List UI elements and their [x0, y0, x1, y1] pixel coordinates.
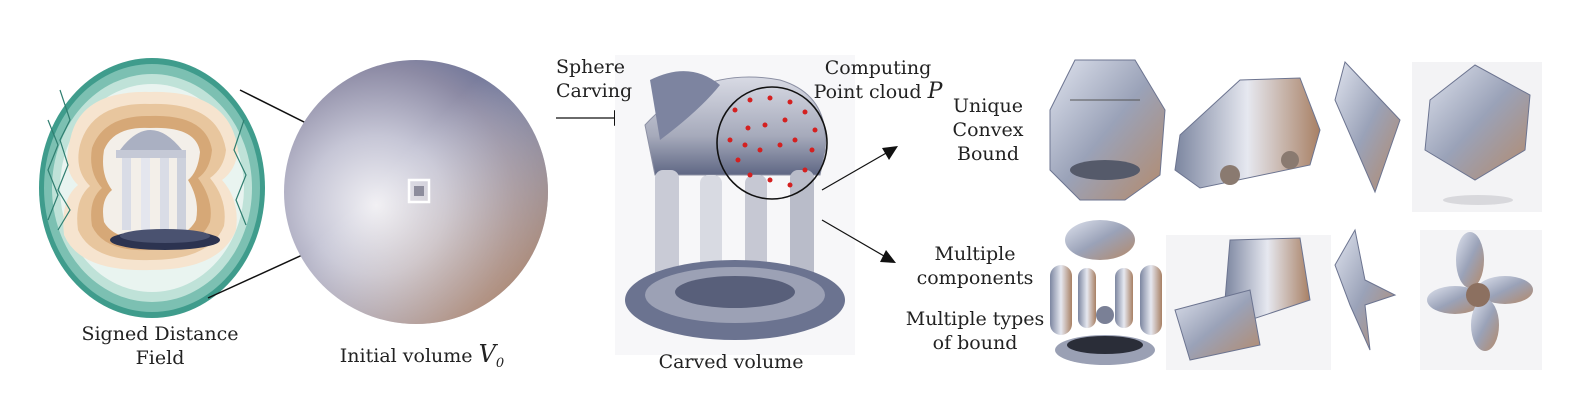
unique-convex-bound-label: Unique Convex Bound: [953, 94, 1024, 166]
initial-volume-text: Initial volume: [339, 345, 473, 367]
sphere-carving-line1: Sphere: [556, 56, 625, 78]
unique-line1: Unique: [953, 95, 1023, 117]
components-jet: [1334, 228, 1397, 351]
convex-bound-flower: [1412, 62, 1542, 212]
unique-line2: Convex: [952, 119, 1024, 141]
convex-bound-temple: [1049, 59, 1166, 201]
arrow-to-unique-bound: [821, 146, 898, 191]
sdf-label-line1: Signed Distance: [81, 323, 239, 345]
sphere-carving-label: Sphere Carving: [556, 55, 632, 103]
arrow-to-multiple-bounds: [821, 219, 896, 263]
initial-volume-subscript: 0: [495, 355, 505, 371]
multi-components-line1: Multiple: [934, 243, 1016, 265]
computing-line2: Point cloud: [813, 81, 922, 103]
initial-volume-sphere: [284, 60, 548, 324]
initial-volume-symbol: V: [478, 340, 496, 368]
sphere-carving-line2: Carving: [556, 80, 633, 102]
sdf-label: Signed Distance Field: [81, 322, 238, 370]
carved-volume-illustration: [615, 55, 855, 355]
sdf-label-line2: Field: [135, 347, 185, 369]
sdf-field-illustration: [39, 58, 265, 318]
carved-volume-label: Carved volume: [658, 351, 804, 373]
multi-types-line2: of bound: [932, 332, 1018, 354]
computing-point-cloud-label: Computing Point cloud P: [814, 56, 943, 104]
components-flower: [1420, 230, 1542, 370]
computing-line1: Computing: [824, 57, 932, 79]
components-car: [1166, 235, 1331, 370]
multi-components-line2: components: [916, 267, 1034, 289]
multiple-types-label: Multiple types of bound: [906, 307, 1045, 355]
multi-types-line1: Multiple types: [905, 308, 1045, 330]
convex-bound-car: [1174, 77, 1321, 189]
components-temple: [1050, 220, 1162, 365]
unique-line3: Bound: [956, 143, 1020, 165]
convex-bound-jet: [1334, 61, 1401, 194]
initial-volume-label: Initial volume V0: [340, 342, 504, 376]
point-cloud-symbol: P: [927, 79, 943, 104]
multiple-components-label: Multiple components: [917, 242, 1034, 290]
